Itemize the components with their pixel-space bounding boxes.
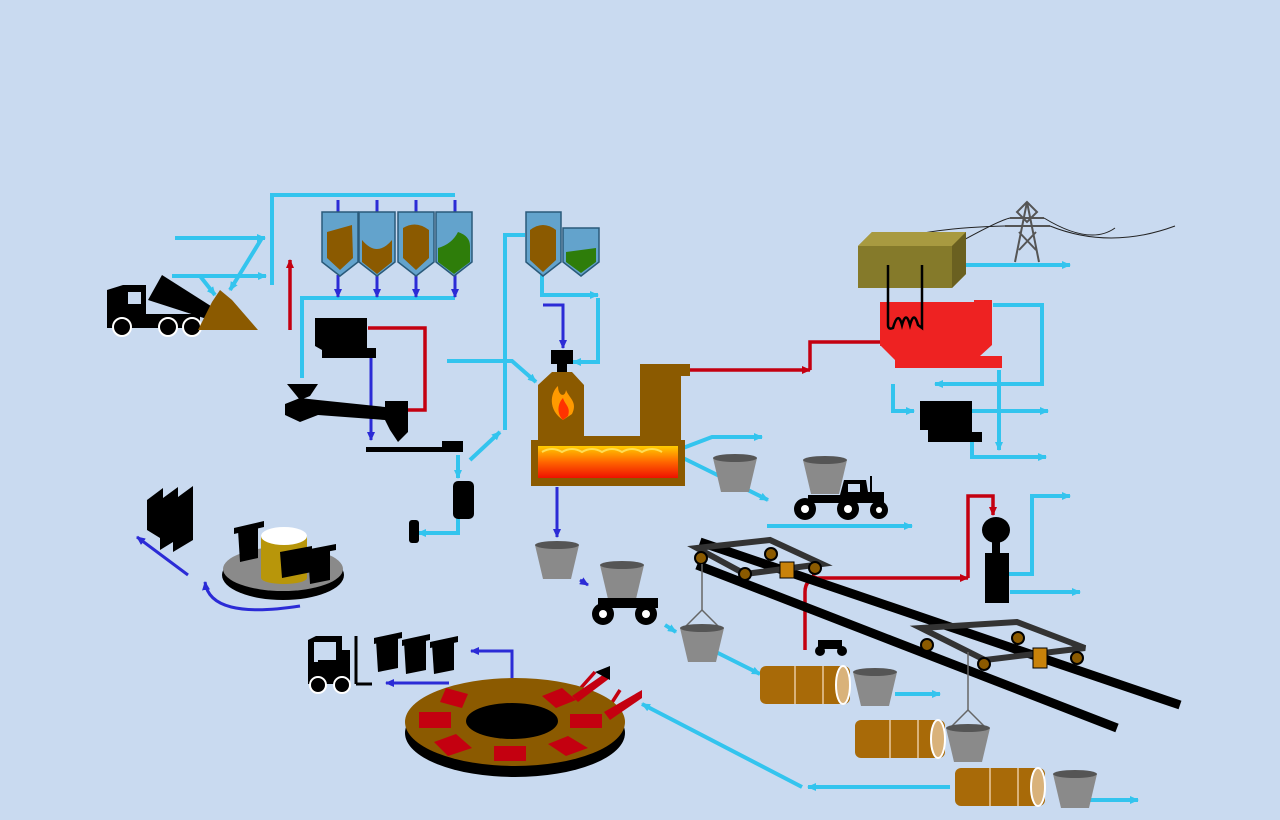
- ladle-carrier-vehicle: [592, 598, 658, 625]
- raw-material-silos: [321, 211, 473, 277]
- generator: [880, 300, 1002, 368]
- raw-material-silo-4: [435, 211, 473, 277]
- material-flow-lines: [172, 193, 1139, 804]
- small-valve-icon: [409, 520, 419, 543]
- heat-exchanger-coil: [886, 265, 924, 331]
- raw-material-silo-1: [321, 211, 359, 277]
- smelting-furnace: [531, 350, 690, 486]
- additive-silo-2: [562, 227, 600, 277]
- crane-hook-ladle-1: [680, 564, 724, 662]
- power-pylon-icon: [879, 200, 1176, 263]
- continuous-caster-ring: [405, 666, 642, 777]
- additive-silo-1: [525, 211, 562, 277]
- flame-icon: [551, 386, 575, 420]
- small-cart-icon: [815, 640, 847, 656]
- screw-conveyor: [285, 384, 463, 452]
- product-flow-lines: [136, 200, 589, 687]
- converter-vessel: [982, 517, 1010, 603]
- mining-truck-icon: [107, 275, 225, 337]
- slag-ladle: [713, 454, 757, 492]
- transformer-box: [858, 232, 966, 288]
- coil-ladle-1: [853, 668, 897, 706]
- additive-silos: [525, 211, 600, 277]
- raw-material-silo-3: [397, 211, 435, 277]
- overhead-crane-1: [687, 536, 833, 581]
- factory-roof-icon: [147, 486, 193, 552]
- overhead-crane-2: [909, 618, 1087, 671]
- tractor-ladle: [803, 456, 847, 494]
- molten-metal-ladle: [535, 541, 579, 579]
- raw-material-silo-2: [358, 211, 396, 277]
- forklift-icon: [308, 636, 372, 694]
- crusher-hopper: [315, 318, 376, 358]
- coil-roll-1: [759, 665, 851, 705]
- cooling-hopper: [920, 401, 982, 442]
- ladle-on-carrier: [600, 561, 644, 599]
- coil-roll-3: [954, 767, 1046, 807]
- rotary-ingots: [234, 521, 336, 584]
- crane-hook-ladle-2: [946, 652, 990, 762]
- gas-bottle-icon: [453, 481, 474, 519]
- ore-pile: [198, 290, 258, 330]
- coil-ladle-3: [1053, 770, 1097, 808]
- coil-roll-2: [854, 719, 946, 759]
- tractor-icon: [794, 476, 888, 520]
- ingot-stack: [374, 632, 458, 674]
